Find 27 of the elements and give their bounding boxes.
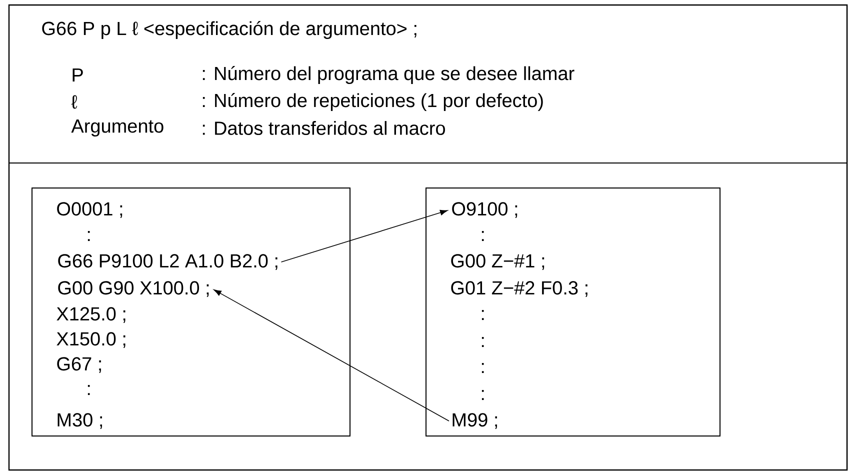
code-line: M30 ; [58,413,102,429]
code-line: G66 P9100 L2 A1.0 B2.0 ; [58,254,278,270]
term-text: Argumento [71,120,164,136]
arrow [280,210,448,262]
definition-text: : Número de repeticiones (1 por defecto) [202,93,543,111]
code-line: G67 ; [57,357,101,373]
term-text: P [72,68,83,82]
code-line: : [482,310,484,320]
definition-text: : Número del programa que se desee llamar [202,66,574,84]
code-line: X150.0 ; [56,332,126,348]
code-line: M99 ; [452,413,497,429]
code-line: : [88,230,90,242]
definition-text: : Datos transferidos al macro [202,121,445,135]
code-line: : [482,230,484,242]
code-line: X125.0 ; [56,307,126,323]
code-line: O9100 ; [452,202,518,218]
term-text: ℓ [71,95,78,109]
code-line: : [88,384,90,396]
code-line: G00 Z−#1 ; [451,254,544,270]
code-line: : [482,390,484,400]
code-line: G01 Z−#2 F0.3 ; [451,281,588,297]
code-line: : [482,336,484,348]
code-line: : [482,362,484,374]
code-line: O0001 ; [57,202,122,218]
arrow [214,290,450,422]
syntax-text: G66 P p L ℓ <especificación de argumento> ; [42,21,416,39]
code-line: G00 G90 X100.0 ; [58,281,209,297]
